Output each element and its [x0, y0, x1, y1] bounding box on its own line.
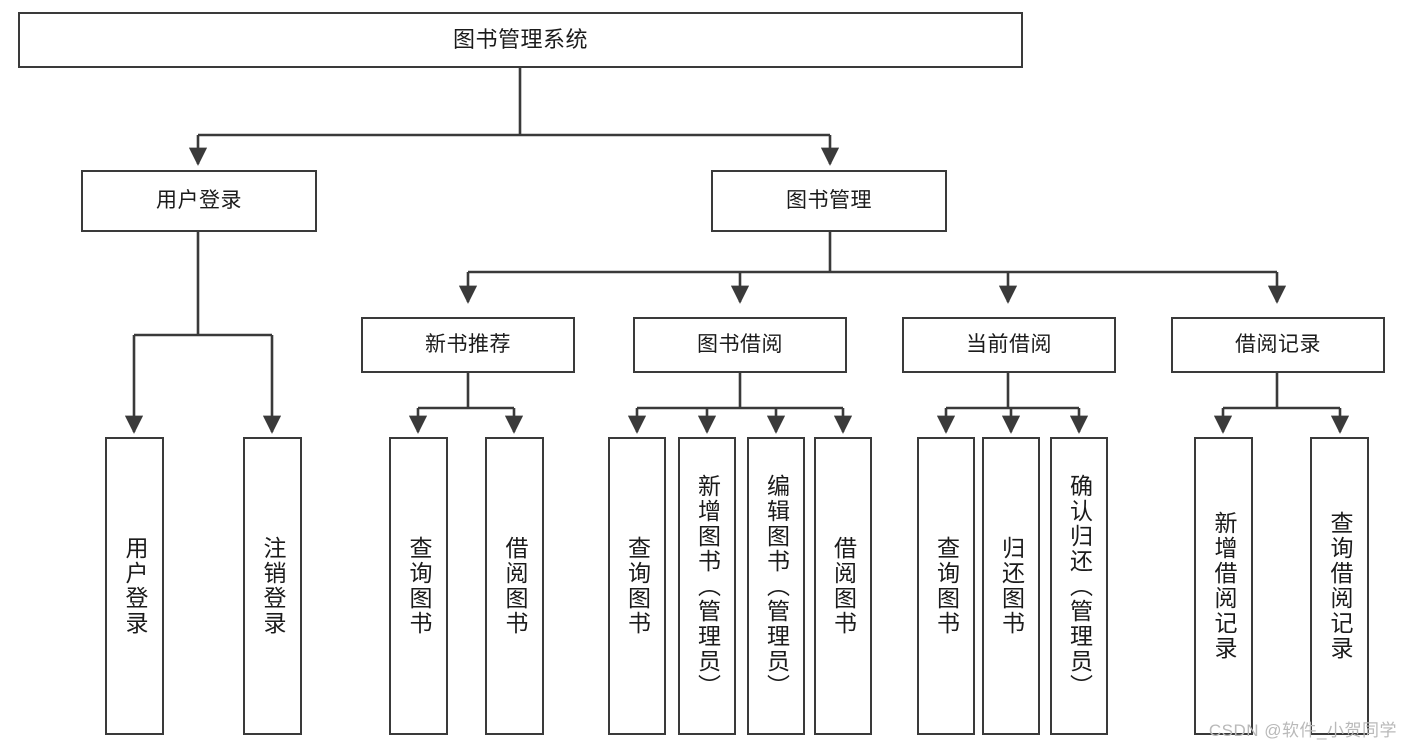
leaf-new-book-query-label: 查询图书 — [406, 536, 432, 636]
node-borrow-record-label: 借阅记录 — [1235, 332, 1321, 356]
node-user-login[interactable]: 用户登录 — [81, 170, 317, 232]
leaf-current-borrow-confirm-label: 确认归还（管理员） — [1066, 473, 1093, 699]
leaf-book-borrow-query-label: 查询图书 — [624, 536, 651, 636]
node-current-borrow-label: 当前借阅 — [966, 332, 1052, 356]
leaf-new-book-borrow[interactable]: 借阅图书 — [485, 437, 544, 735]
leaf-current-borrow-confirm[interactable]: 确认归还（管理员） — [1050, 437, 1108, 735]
leaf-book-borrow-add[interactable]: 新增图书（管理员） — [678, 437, 736, 735]
csdn-watermark: CSDN @软件_小贺同学 — [1208, 721, 1397, 740]
leaf-current-borrow-query-label: 查询图书 — [933, 536, 960, 636]
leaf-book-borrow-edit[interactable]: 编辑图书（管理员） — [747, 437, 805, 735]
node-root-system[interactable]: 图书管理系统 — [18, 12, 1023, 68]
node-new-book-recommend-label: 新书推荐 — [425, 332, 511, 356]
node-book-borrow-label: 图书借阅 — [697, 332, 783, 356]
leaf-book-borrow-borrow-label: 借阅图书 — [830, 536, 857, 636]
node-user-login-label: 用户登录 — [156, 188, 242, 212]
leaf-borrow-record-query[interactable]: 查询借阅记录 — [1310, 437, 1369, 735]
leaf-user-login-login[interactable]: 用户登录 — [105, 437, 164, 735]
leaf-user-login-login-label: 用户登录 — [122, 536, 148, 636]
leaf-current-borrow-return[interactable]: 归还图书 — [982, 437, 1040, 735]
node-book-management[interactable]: 图书管理 — [711, 170, 947, 232]
leaf-new-book-borrow-label: 借阅图书 — [502, 536, 528, 636]
leaf-book-borrow-edit-label: 编辑图书（管理员） — [763, 473, 790, 699]
node-book-management-label: 图书管理 — [786, 188, 872, 212]
node-book-borrow[interactable]: 图书借阅 — [633, 317, 847, 373]
node-borrow-record[interactable]: 借阅记录 — [1171, 317, 1385, 373]
leaf-borrow-record-add-label: 新增借阅记录 — [1211, 511, 1237, 661]
leaf-book-borrow-query[interactable]: 查询图书 — [608, 437, 666, 735]
node-current-borrow[interactable]: 当前借阅 — [902, 317, 1116, 373]
leaf-current-borrow-query[interactable]: 查询图书 — [917, 437, 975, 735]
leaf-borrow-record-query-label: 查询借阅记录 — [1327, 511, 1353, 661]
leaf-borrow-record-add[interactable]: 新增借阅记录 — [1194, 437, 1253, 735]
leaf-book-borrow-add-label: 新增图书（管理员） — [694, 473, 721, 699]
leaf-new-book-query[interactable]: 查询图书 — [389, 437, 448, 735]
leaf-user-login-logout[interactable]: 注销登录 — [243, 437, 302, 735]
leaf-user-login-logout-label: 注销登录 — [260, 536, 286, 636]
leaf-book-borrow-borrow[interactable]: 借阅图书 — [814, 437, 872, 735]
leaf-current-borrow-return-label: 归还图书 — [998, 536, 1025, 636]
node-root-system-label: 图书管理系统 — [452, 27, 588, 53]
node-new-book-recommend[interactable]: 新书推荐 — [361, 317, 575, 373]
